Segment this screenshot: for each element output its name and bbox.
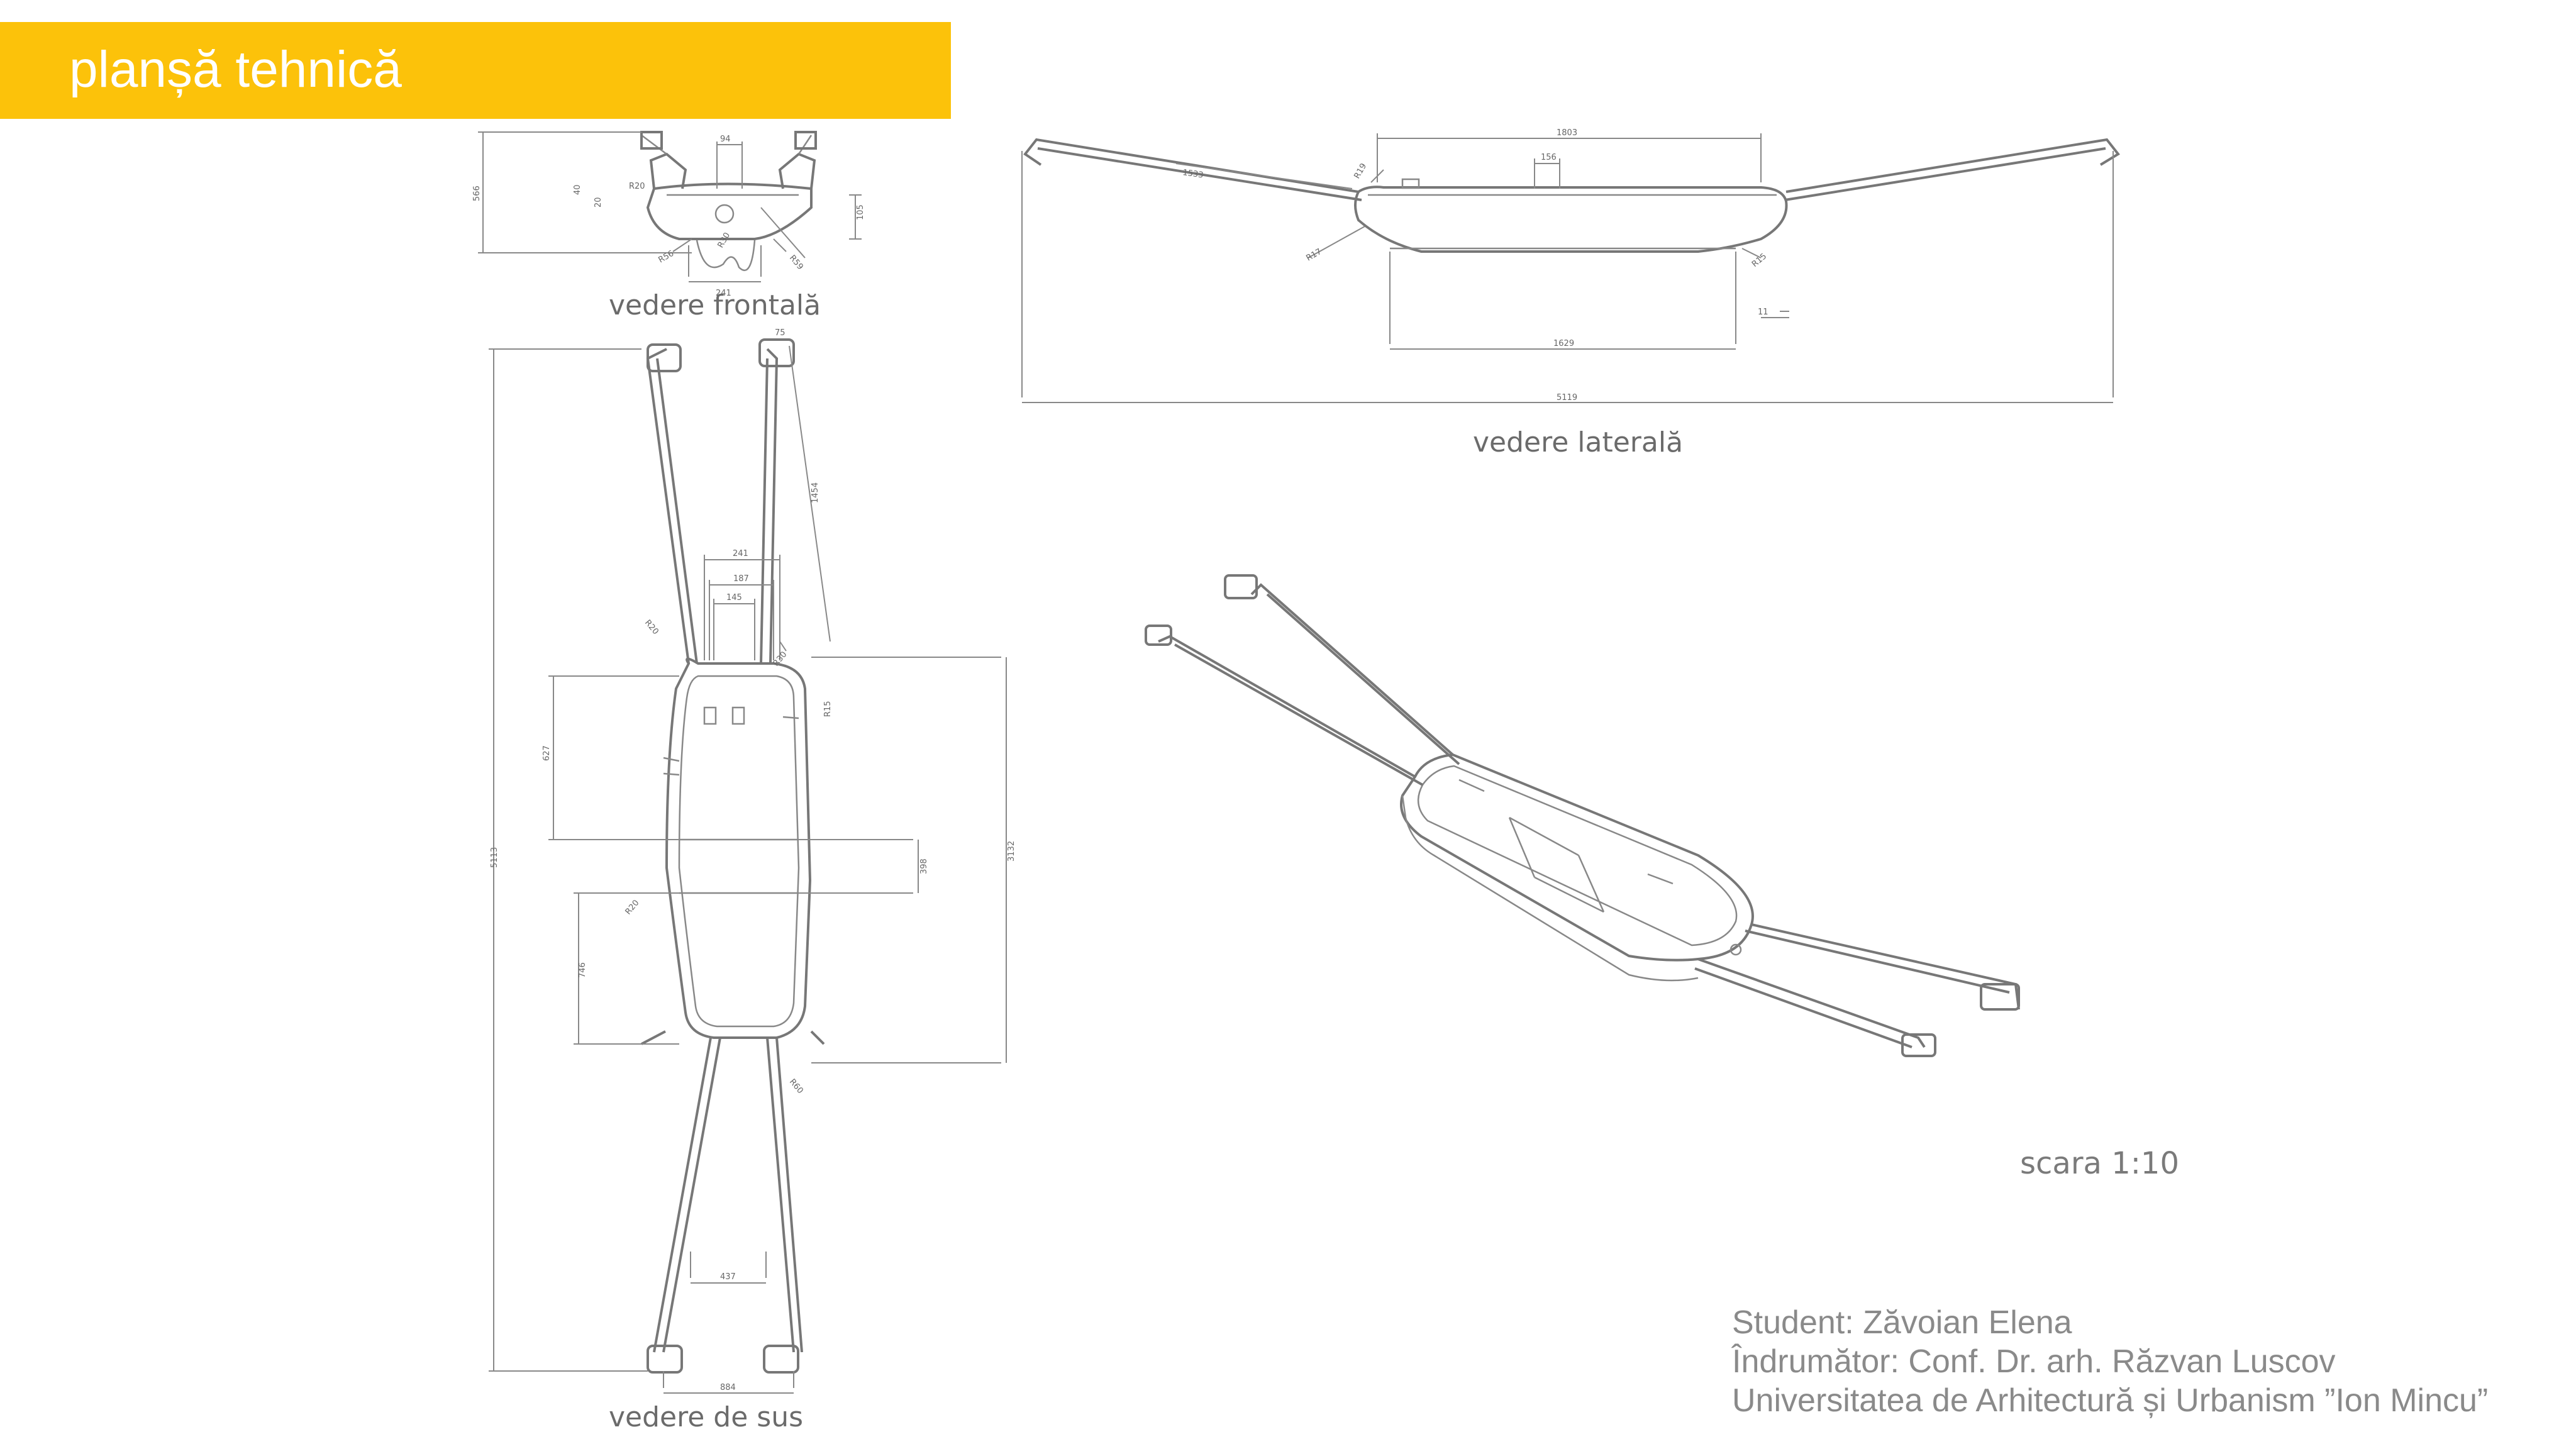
svg-text:746: 746 [578,962,587,978]
svg-text:5113: 5113 [490,847,499,868]
svg-text:156: 156 [1541,153,1557,162]
title-banner: planșă tehnică [0,22,951,119]
page-title: planșă tehnică [69,41,402,98]
credits-block: Student: Zăvoian Elena Îndrumător: Conf.… [1732,1303,2488,1420]
svg-text:1629: 1629 [1553,339,1574,348]
isometric-view-drawing [1145,574,2020,1057]
svg-text:R19: R19 [1352,162,1368,180]
svg-text:R20: R20 [629,182,645,191]
svg-text:241: 241 [716,289,731,298]
front-view-dimensions: 94 40 20 105 241 566 R56 R59 R30 R20 [472,135,865,298]
svg-text:105: 105 [856,204,865,220]
svg-text:R59: R59 [787,253,805,272]
university-name: Universitatea de Arhitectură și Urbanism… [1732,1382,2489,1419]
scale-label: scara 1:10 [2020,1146,2180,1181]
top-view-caption: vedere de sus [609,1401,804,1433]
svg-text:5119: 5119 [1557,393,1577,402]
svg-text:398: 398 [919,858,929,874]
svg-text:R20: R20 [624,898,641,916]
svg-text:R60: R60 [787,1077,805,1096]
top-view-drawing [489,338,1007,1394]
top-view-dimensions: 75 1454 241 187 145 R20 R30 627 5113 313… [490,328,1016,1392]
svg-text:40: 40 [573,184,582,195]
svg-text:145: 145 [726,593,742,602]
svg-text:1803: 1803 [1557,128,1577,138]
student-name: Student: Zăvoian Elena [1732,1304,2072,1341]
front-view-drawing [478,131,862,282]
svg-text:1454: 1454 [811,482,820,503]
side-view-caption: vedere laterală [1473,426,1684,458]
svg-text:R30: R30 [716,231,732,250]
svg-text:241: 241 [733,549,748,558]
svg-text:R17: R17 [1305,247,1324,264]
svg-text:627: 627 [542,745,552,761]
svg-text:3132: 3132 [1007,841,1016,862]
front-view-caption: vedere frontală [609,289,821,321]
svg-text:884: 884 [720,1383,736,1392]
svg-text:566: 566 [472,186,482,201]
side-view-drawing [1021,133,2120,403]
svg-text:94: 94 [720,135,731,144]
side-view-dimensions: 1803 156 1533 1629 5119 R17 R19 R15 11 [1182,128,1768,402]
svg-text:437: 437 [720,1272,736,1282]
svg-text:R15: R15 [823,701,833,717]
svg-text:R20: R20 [643,618,660,636]
svg-text:75: 75 [775,328,786,338]
svg-text:1533: 1533 [1182,168,1204,180]
advisor-name: Îndrumător: Conf. Dr. arh. Răzvan Luscov [1732,1343,2336,1380]
svg-text:20: 20 [594,197,603,208]
svg-text:11: 11 [1758,308,1768,317]
svg-text:187: 187 [733,574,749,584]
